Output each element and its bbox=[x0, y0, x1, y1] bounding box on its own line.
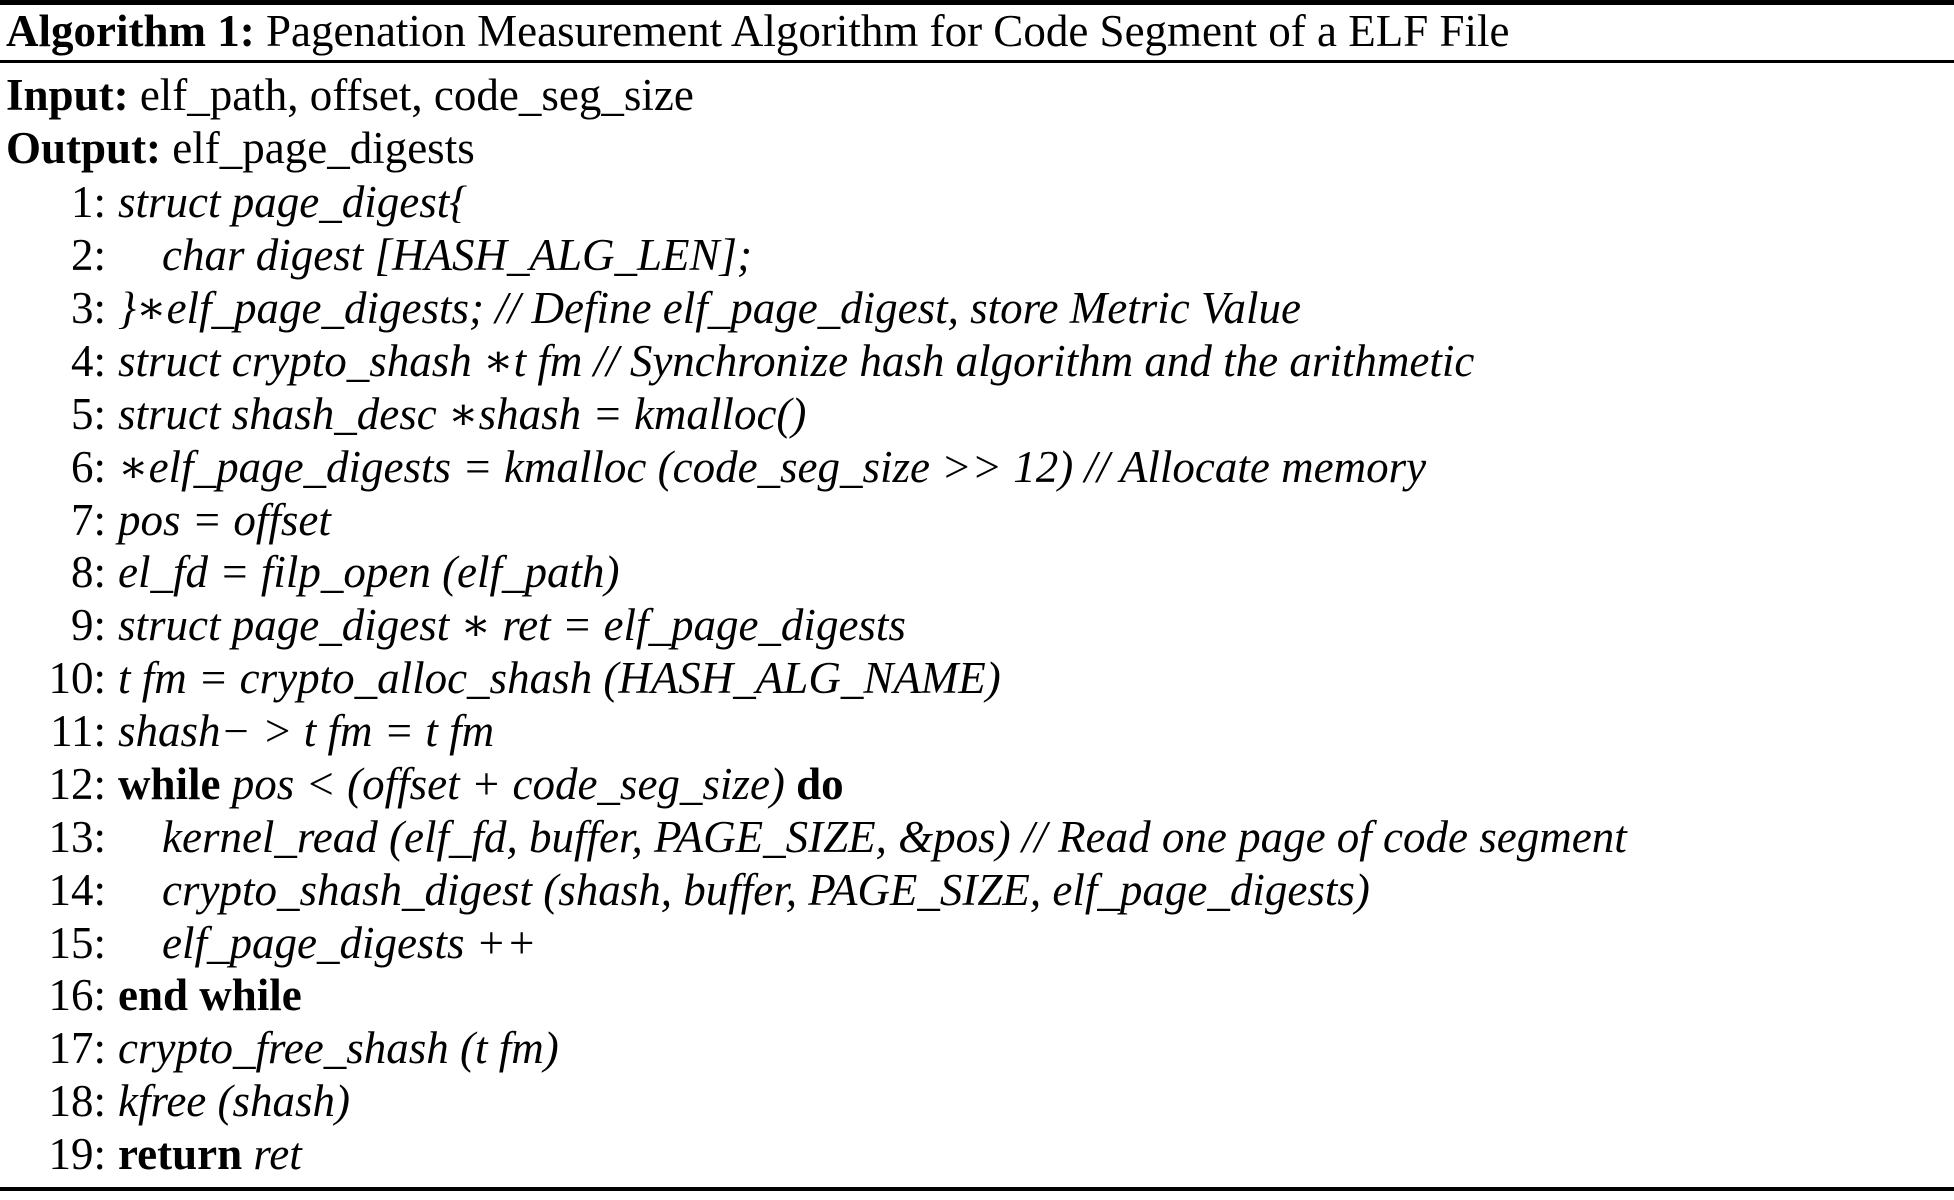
step-text: elf_page_digests ++ bbox=[162, 917, 537, 968]
step-text: ret bbox=[253, 1129, 302, 1180]
step-text: el_fd = filp_open (elf_path) bbox=[118, 547, 620, 598]
step-number: 7: bbox=[70, 494, 106, 545]
step-keyword: while bbox=[118, 758, 221, 809]
algorithm-step: 2: char digest [HASH_ALG_LEN]; bbox=[0, 229, 1954, 282]
step-text: shash− > t fm = t fm bbox=[118, 706, 495, 757]
algorithm-step: 1:struct page_digest{ bbox=[0, 176, 1954, 229]
step-body: }∗elf_page_digests; // Define elf_page_d… bbox=[106, 282, 1301, 335]
step-number: 1: bbox=[70, 177, 106, 228]
step-text: struct shash_desc ∗shash = kmalloc() bbox=[118, 388, 807, 439]
step-text: crypto_free_shash (t fm) bbox=[118, 1023, 559, 1074]
algorithm-step: 17:crypto_free_shash (t fm) bbox=[0, 1022, 1954, 1075]
io-block: Input: elf_path, offset, code_seg_size O… bbox=[0, 63, 1954, 174]
step-number: 10: bbox=[48, 653, 106, 704]
algorithm-step: 9:struct page_digest ∗ ret = elf_page_di… bbox=[0, 599, 1954, 652]
step-body: crypto_shash_digest (shash, buffer, PAGE… bbox=[106, 864, 1370, 917]
algorithm-title: Pagenation Measurement Algorithm for Cod… bbox=[265, 6, 1510, 56]
algorithm-step: 5:struct shash_desc ∗shash = kmalloc() bbox=[0, 388, 1954, 441]
bottom-rule bbox=[0, 1186, 1954, 1191]
input-value: elf_path, offset, code_seg_size bbox=[139, 70, 694, 120]
step-body: kfree (shash) bbox=[106, 1075, 350, 1128]
step-text: struct page_digest{ bbox=[118, 177, 468, 228]
step-text: crypto_shash_digest (shash, buffer, PAGE… bbox=[162, 864, 1370, 915]
algorithm-step: 4:struct crypto_shash ∗t fm // Synchroni… bbox=[0, 335, 1954, 388]
step-text: }∗elf_page_digests; // Define elf_page_d… bbox=[118, 283, 1301, 334]
step-number: 3: bbox=[70, 283, 106, 334]
input-line: Input: elf_path, offset, code_seg_size bbox=[6, 69, 1954, 122]
algorithm-step: 12:while pos < (offset + code_seg_size) … bbox=[0, 758, 1954, 811]
algorithm-label: Algorithm 1: bbox=[6, 6, 255, 56]
step-number: 15: bbox=[48, 917, 106, 968]
step-body: shash− > t fm = t fm bbox=[106, 705, 494, 758]
step-text: kernel_read (elf_fd, buffer, PAGE_SIZE, … bbox=[162, 811, 1627, 862]
algorithm-step: 13: kernel_read (elf_fd, buffer, PAGE_SIZ… bbox=[0, 811, 1954, 864]
step-body: pos = offset bbox=[106, 494, 331, 547]
step-keyword-suffix: do bbox=[796, 758, 844, 809]
step-number: 2: bbox=[70, 230, 106, 281]
algorithm-step: 16:end while bbox=[0, 969, 1954, 1022]
step-number: 14: bbox=[48, 864, 106, 915]
step-number: 9: bbox=[70, 600, 106, 651]
algorithm-step: 8:el_fd = filp_open (elf_path) bbox=[0, 546, 1954, 599]
step-body: return ret bbox=[106, 1128, 302, 1181]
algorithm-step: 6:∗elf_page_digests = kmalloc (code_seg_… bbox=[0, 441, 1954, 494]
algorithm-caption: Algorithm 1: Pagenation Measurement Algo… bbox=[0, 5, 1954, 60]
algorithm-step: 3:}∗elf_page_digests; // Define elf_page… bbox=[0, 282, 1954, 335]
step-keyword: end while bbox=[118, 970, 302, 1021]
output-label: Output: bbox=[6, 122, 162, 173]
algorithm-step: 18:kfree (shash) bbox=[0, 1075, 1954, 1128]
step-body: t fm = crypto_alloc_shash (HASH_ALG_NAME… bbox=[106, 652, 1001, 705]
step-number: 19: bbox=[48, 1129, 106, 1180]
step-number: 4: bbox=[70, 335, 106, 386]
step-body: while pos < (offset + code_seg_size) do bbox=[106, 758, 844, 811]
step-body: struct shash_desc ∗shash = kmalloc() bbox=[106, 388, 806, 441]
step-text: struct page_digest ∗ ret = elf_page_dige… bbox=[118, 600, 906, 651]
step-text: struct crypto_shash ∗t fm // Synchronize… bbox=[118, 335, 1475, 386]
algorithm-step: 19:return ret bbox=[0, 1128, 1954, 1181]
output-value: elf_page_digests bbox=[172, 122, 475, 173]
step-body: end while bbox=[106, 969, 302, 1022]
algorithm-step: 7:pos = offset bbox=[0, 494, 1954, 547]
step-number: 17: bbox=[48, 1023, 106, 1074]
step-body: elf_page_digests ++ bbox=[106, 917, 536, 970]
step-body: crypto_free_shash (t fm) bbox=[106, 1022, 559, 1075]
algorithm-step: 11:shash− > t fm = t fm bbox=[0, 705, 1954, 758]
step-keyword: return bbox=[118, 1129, 243, 1180]
algorithm-steps: 1:struct page_digest{2: char digest [HASH… bbox=[0, 174, 1954, 1187]
step-body: ∗elf_page_digests = kmalloc (code_seg_si… bbox=[106, 441, 1426, 494]
step-body: kernel_read (elf_fd, buffer, PAGE_SIZE, … bbox=[106, 811, 1627, 864]
step-body: struct page_digest ∗ ret = elf_page_dige… bbox=[106, 599, 906, 652]
algorithm-step: 10:t fm = crypto_alloc_shash (HASH_ALG_N… bbox=[0, 652, 1954, 705]
top-rule bbox=[0, 0, 1954, 5]
algorithm-step: 14: crypto_shash_digest (shash, buffer, P… bbox=[0, 864, 1954, 917]
step-text: pos < (offset + code_seg_size) bbox=[231, 758, 785, 809]
step-text: char digest [HASH_ALG_LEN]; bbox=[162, 230, 753, 281]
step-number: 6: bbox=[70, 441, 106, 492]
step-number: 18: bbox=[48, 1076, 106, 1127]
caption-rule bbox=[0, 60, 1954, 63]
algorithm-step: 15: elf_page_digests ++ bbox=[0, 917, 1954, 970]
output-line: Output: elf_page_digests bbox=[6, 122, 1954, 175]
step-text: ∗elf_page_digests = kmalloc (code_seg_si… bbox=[118, 441, 1427, 492]
step-text: t fm = crypto_alloc_shash (HASH_ALG_NAME… bbox=[118, 653, 1001, 704]
input-label: Input: bbox=[6, 70, 129, 120]
step-body: el_fd = filp_open (elf_path) bbox=[106, 546, 620, 599]
step-body: char digest [HASH_ALG_LEN]; bbox=[106, 229, 752, 282]
step-body: struct crypto_shash ∗t fm // Synchronize… bbox=[106, 335, 1474, 388]
step-number: 8: bbox=[70, 547, 106, 598]
step-number: 12: bbox=[48, 758, 106, 809]
step-body: struct page_digest{ bbox=[106, 176, 467, 229]
step-text: pos = offset bbox=[118, 494, 331, 545]
step-number: 16: bbox=[48, 970, 106, 1021]
step-text: kfree (shash) bbox=[118, 1076, 351, 1127]
step-number: 11: bbox=[50, 706, 106, 757]
step-number: 5: bbox=[70, 388, 106, 439]
step-number: 13: bbox=[48, 811, 106, 862]
